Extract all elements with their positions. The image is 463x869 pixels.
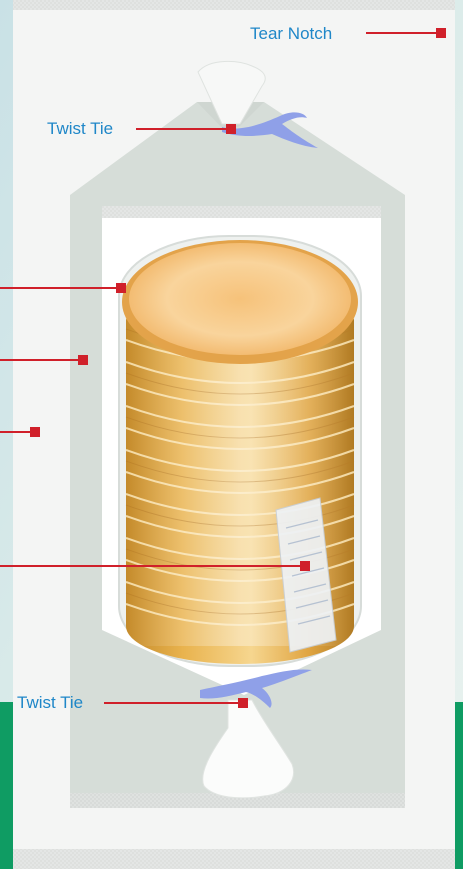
panel-marker	[30, 427, 40, 437]
dish-marker	[116, 283, 126, 293]
top-gathered-end	[197, 61, 266, 125]
twist-tie-top-label: Twist Tie	[47, 119, 114, 138]
callout-markers	[30, 28, 446, 708]
bottom-twist-tie	[200, 669, 312, 708]
twist-tie-bottom-label: Twist Tie	[17, 693, 84, 712]
top-twist-tie	[222, 112, 318, 148]
bottom-tie-marker	[238, 698, 248, 708]
bag-bottom-seal	[70, 793, 405, 808]
bottom-gathered-end	[202, 699, 294, 799]
leader-lines	[0, 32, 438, 704]
desiccant-packet	[275, 497, 337, 653]
bag-marker	[78, 355, 88, 365]
tear-notch-label: Tear Notch	[250, 24, 333, 43]
inner-card-seal	[102, 206, 381, 218]
desiccant-marker	[300, 561, 310, 571]
top-dish-agar	[129, 243, 351, 355]
tear-notch-marker	[436, 28, 446, 38]
top-seal-strip	[13, 0, 455, 10]
top-tie-marker	[226, 124, 236, 134]
bottom-seal-strip	[13, 849, 455, 869]
